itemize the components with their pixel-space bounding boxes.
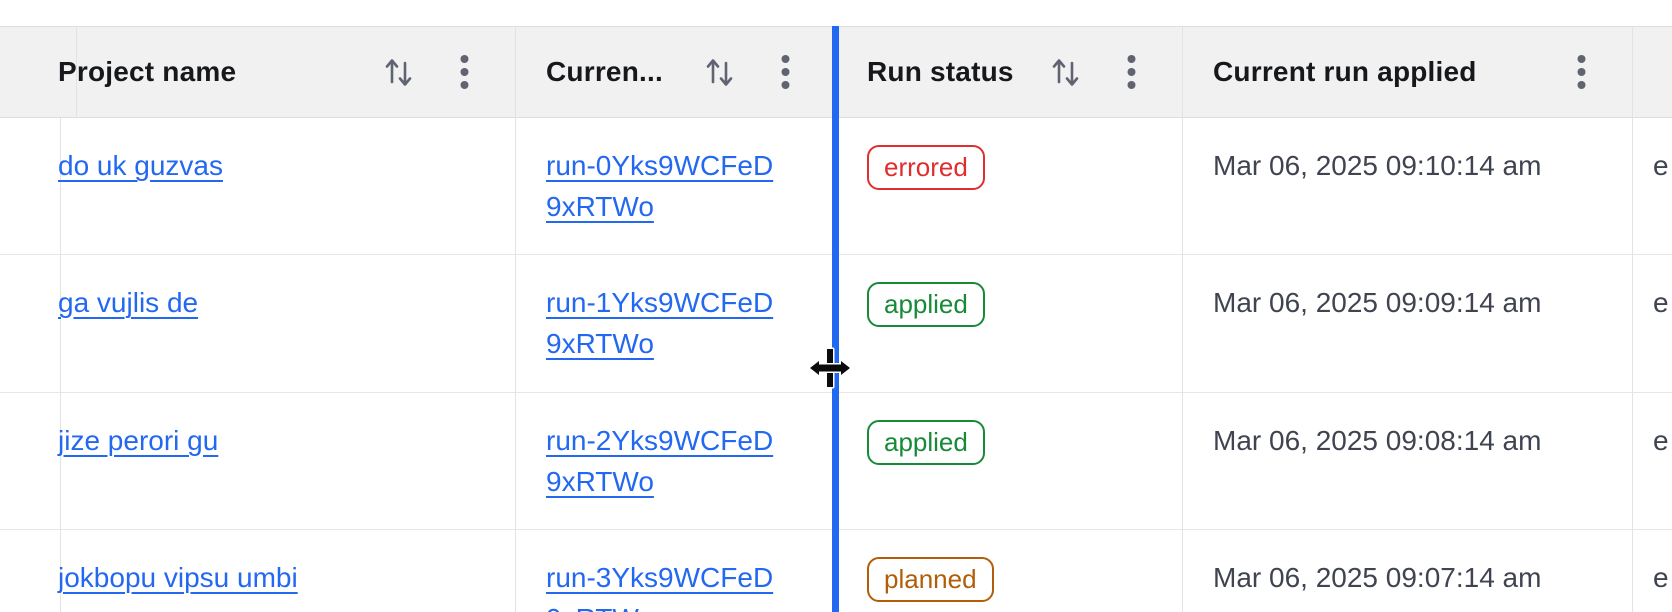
clipped-cell-text: e [1653, 424, 1669, 456]
run-status-cell: applied [837, 255, 1183, 392]
sort-icon[interactable] [1052, 57, 1079, 88]
current-run-applied-cell: Mar 06, 2025 09:10:14 am [1183, 118, 1633, 255]
clipped-right-cell: e [1633, 393, 1672, 529]
current-run-applied-cell: Mar 06, 2025 09:08:14 am [1183, 392, 1633, 529]
column-label-run-status: Run status [867, 56, 1014, 87]
status-badge: errored [867, 145, 985, 190]
header-cell-current-run-applied[interactable]: Current run applied [1183, 27, 1633, 117]
resize-cursor-icon [807, 345, 853, 396]
clipped-right-cell: e [1633, 530, 1672, 612]
edge-spacer-cell [0, 255, 61, 392]
column-label-current-run: Curren... [546, 56, 663, 87]
header-cell-run-status[interactable]: Run status [837, 27, 1183, 117]
edge-spacer-cell [0, 118, 61, 255]
project-link[interactable]: jize perori gu [58, 424, 219, 456]
status-badge: applied [867, 419, 985, 465]
run-applied-timestamp: Mar 06, 2025 09:09:14 am [1213, 287, 1542, 319]
current-run-cell: run-0Yks9WCFeD9xRTWo [516, 118, 837, 255]
run-applied-timestamp: Mar 06, 2025 09:10:14 am [1213, 150, 1542, 181]
clipped-cell-text: e [1653, 561, 1669, 593]
current-run-applied-cell: Mar 06, 2025 09:07:14 am [1183, 529, 1633, 612]
run-status-cell: errored [837, 118, 1183, 255]
status-badge: planned [867, 556, 994, 602]
run-applied-timestamp: Mar 06, 2025 09:07:14 am [1213, 561, 1542, 593]
edge-spacer-cell [0, 392, 61, 529]
run-status-cell: applied [837, 392, 1183, 529]
run-link[interactable]: run-1Yks9WCFeD9xRTWo [546, 287, 774, 360]
run-link[interactable]: run-2Yks9WCFeD9xRTWo [546, 424, 774, 497]
column-label-project-name: Project name [58, 56, 237, 87]
edge-spacer-cell [0, 529, 61, 612]
header-cell-edge-spacer [0, 27, 77, 117]
header-cell-current-run[interactable]: Curren... [516, 27, 837, 117]
project-link[interactable]: jokbopu vipsu umbi [58, 561, 298, 593]
header-cell-project-name[interactable]: Project name [28, 27, 516, 117]
clipped-cell-text: e [1653, 287, 1669, 319]
column-resize-line[interactable] [832, 26, 839, 612]
project-name-cell: jokbopu vipsu umbi [28, 529, 516, 612]
column-menu-icon[interactable] [1127, 54, 1136, 90]
clipped-right-cell: e [1633, 118, 1672, 254]
project-name-cell: jize perori gu [28, 392, 516, 529]
column-menu-icon[interactable] [460, 54, 469, 90]
run-link[interactable]: run-0Yks9WCFeD9xRTWo [546, 150, 774, 222]
status-badge: applied [867, 282, 985, 328]
sort-icon[interactable] [706, 57, 733, 88]
column-menu-icon[interactable] [1577, 54, 1586, 90]
column-menu-icon[interactable] [781, 54, 790, 90]
project-name-cell: ga vujlis de [28, 255, 516, 392]
current-run-cell: run-1Yks9WCFeD9xRTWo [516, 255, 837, 392]
project-link[interactable]: do uk guzvas [58, 150, 223, 181]
current-run-cell: run-2Yks9WCFeD9xRTWo [516, 392, 837, 529]
current-run-applied-cell: Mar 06, 2025 09:09:14 am [1183, 255, 1633, 392]
run-status-cell: planned [837, 529, 1183, 612]
run-link[interactable]: run-3Yks9WCFeD9xRTWo [546, 561, 774, 612]
sort-icon[interactable] [385, 57, 412, 88]
current-run-cell: run-3Yks9WCFeD9xRTWo [516, 529, 837, 612]
project-name-cell: do uk guzvas [28, 118, 516, 255]
header-cell-clipped-right: W [1633, 27, 1672, 117]
clipped-right-cell: e [1633, 255, 1672, 391]
column-label-current-run-applied: Current run applied [1213, 56, 1477, 87]
project-link[interactable]: ga vujlis de [58, 287, 199, 319]
run-applied-timestamp: Mar 06, 2025 09:08:14 am [1213, 424, 1542, 456]
clipped-cell-text: e [1653, 150, 1669, 181]
